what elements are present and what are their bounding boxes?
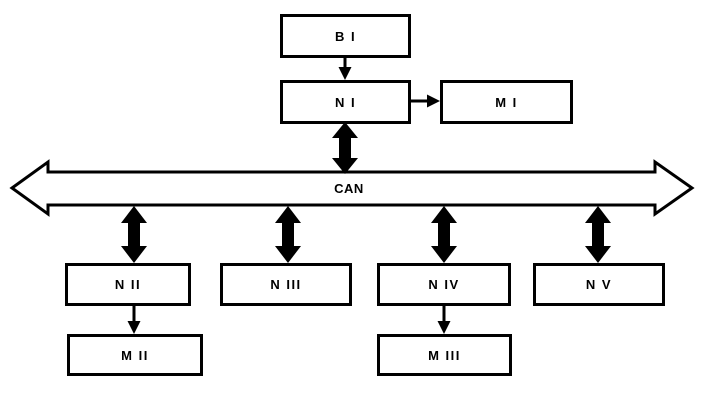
node-nv-label: N V	[585, 277, 613, 292]
connector-nii-to-mii	[127, 306, 141, 334]
connector-bi-to-ni	[338, 58, 352, 80]
node-ni[interactable]: N I	[280, 80, 411, 124]
block-bi[interactable]: B I	[280, 14, 411, 58]
connector-bus-to-niii	[275, 206, 301, 263]
node-nii-label: N II	[114, 277, 142, 292]
node-niii-label: N III	[270, 277, 302, 292]
connector-bus-to-nv	[585, 206, 611, 263]
node-nii[interactable]: N II	[65, 263, 191, 306]
can-bus-banner	[9, 159, 695, 217]
block-bi-label: B I	[334, 28, 357, 44]
connector-bus-to-nii	[121, 206, 147, 263]
connector-niv-to-miii	[437, 306, 451, 334]
connector-ni-to-mi	[411, 94, 440, 108]
node-nv[interactable]: N V	[533, 263, 665, 306]
module-mii-label: M II	[121, 347, 149, 363]
connector-ni-to-bus	[332, 122, 358, 174]
module-mii[interactable]: M II	[67, 334, 203, 376]
module-miii[interactable]: M III	[377, 334, 512, 376]
can-bus-label: CAN	[334, 181, 364, 196]
node-niv[interactable]: N IV	[377, 263, 511, 306]
module-mi-label: M I	[495, 94, 518, 110]
node-niii[interactable]: N III	[220, 263, 352, 306]
node-niv-label: N IV	[428, 277, 460, 292]
module-miii-label: M III	[428, 347, 461, 363]
module-mi[interactable]: M I	[440, 80, 573, 124]
connector-bus-to-niv	[431, 206, 457, 263]
node-ni-label: N I	[334, 94, 357, 110]
